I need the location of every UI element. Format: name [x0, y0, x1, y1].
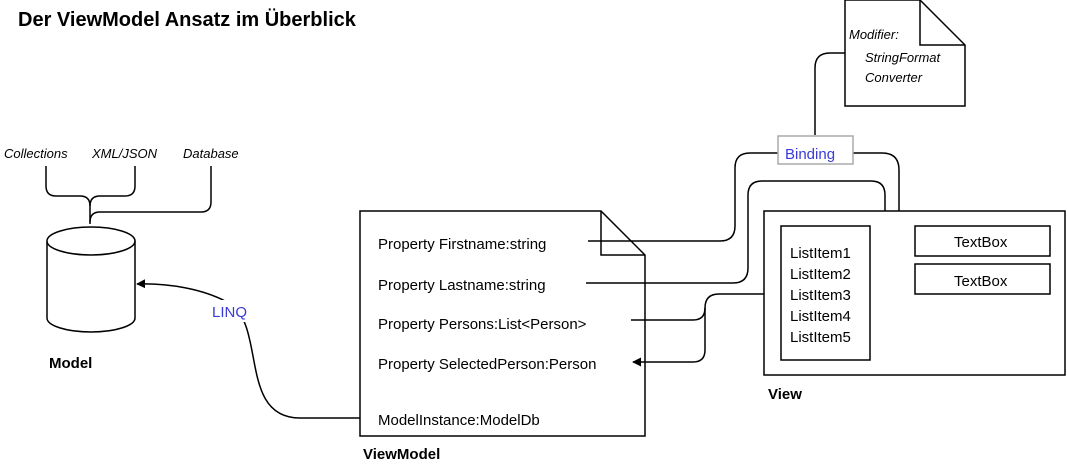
model-label: Model	[49, 355, 92, 372]
list-item: ListItem1	[790, 245, 851, 262]
list-item: ListItem5	[790, 329, 851, 346]
modifier-stringformat: StringFormat	[865, 50, 942, 65]
viewmodel-document	[359, 210, 646, 437]
textbox-2-label: TextBox	[954, 273, 1008, 290]
connector-xml-json	[89, 166, 136, 207]
model-instance: ModelInstance:ModelDb	[378, 412, 540, 429]
property-firstname: Property Firstname:string	[378, 236, 546, 253]
modifier-heading: Modifier:	[849, 27, 899, 42]
property-persons: Property Persons:List<Person>	[378, 316, 587, 333]
modifier-connector	[814, 52, 845, 135]
list-item: ListItem3	[790, 287, 851, 304]
textbox-2	[914, 263, 1051, 295]
textbox-1	[914, 225, 1051, 257]
binding-connector-selectedperson	[632, 308, 706, 367]
property-lastname: Property Lastname:string	[378, 277, 546, 294]
viewmodel-fold	[600, 211, 645, 256]
binding-label: Binding	[785, 146, 835, 163]
property-selectedperson: Property SelectedPerson:Person	[378, 356, 596, 373]
textbox-1-label: TextBox	[954, 234, 1008, 251]
source-collections: Collections	[4, 146, 68, 161]
list-item: ListItem4	[790, 308, 851, 325]
connector-database	[89, 166, 212, 223]
listbox	[780, 225, 871, 361]
binding-box	[777, 135, 854, 165]
diagram-title: Der ViewModel Ansatz im Überblick	[18, 8, 357, 31]
connector-collections	[45, 166, 91, 224]
source-xml-json: XML/JSON	[91, 146, 158, 161]
linq-connector	[136, 279, 378, 419]
view-label: View	[768, 386, 802, 403]
modifier-converter: Converter	[865, 70, 923, 85]
model-database-icon	[46, 226, 136, 333]
source-database: Database	[183, 146, 239, 161]
linq-label: LINQ	[212, 304, 247, 321]
viewmodel-label: ViewModel	[363, 446, 440, 463]
modifier-fold	[919, 0, 965, 46]
list-item: ListItem2	[790, 266, 851, 283]
linq-label-bg	[208, 300, 254, 322]
modifier-note	[844, 0, 966, 107]
